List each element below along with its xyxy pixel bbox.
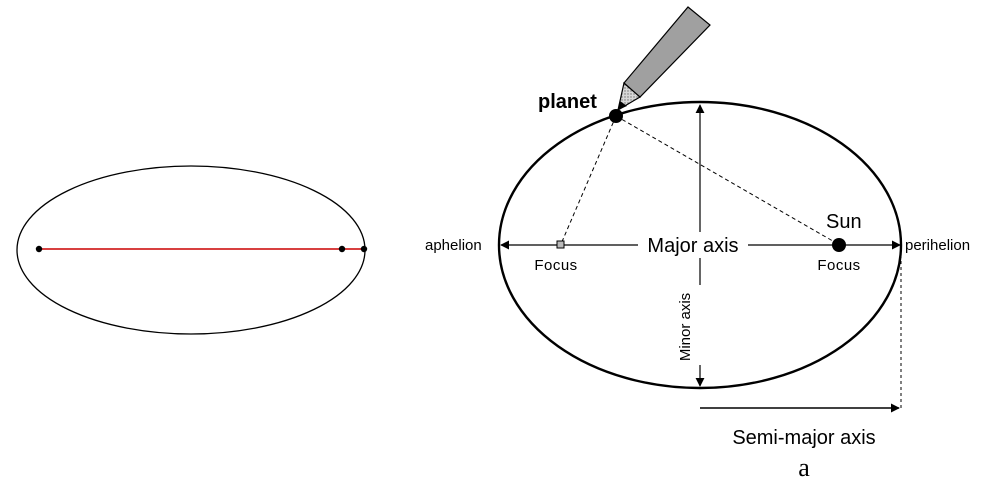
sun-marker — [832, 238, 846, 252]
orbit-figure: Major axis planet Sun aphelion perihelio… — [425, 6, 970, 482]
left-ellipse-figure — [16, 165, 368, 335]
orbit-ellipse — [497, 100, 903, 390]
left-focus-point-right — [338, 245, 346, 253]
dashed-line-to-left-focus — [560, 115, 617, 245]
dashed-line-to-sun — [615, 115, 839, 245]
perihelion-label: perihelion — [905, 237, 970, 254]
aphelion-label: aphelion — [425, 237, 482, 254]
minor-axis-label: Minor axis — [677, 293, 694, 361]
right-focus-label: Focus — [817, 257, 860, 274]
left-vertex-point — [360, 245, 368, 253]
pencil-icon — [617, 6, 711, 112]
left-ellipse — [16, 165, 366, 335]
major-axis-label: Major axis — [647, 235, 738, 257]
left-focus-marker — [556, 240, 565, 249]
semi-major-axis-label: Semi-major axis — [732, 427, 875, 449]
planet-label: planet — [538, 91, 597, 113]
figure-caption: a — [798, 453, 810, 482]
left-focus-point-left — [35, 245, 43, 253]
left-focus-label: Focus — [534, 257, 577, 274]
sun-label: Sun — [826, 211, 862, 233]
planet-marker — [609, 109, 623, 123]
